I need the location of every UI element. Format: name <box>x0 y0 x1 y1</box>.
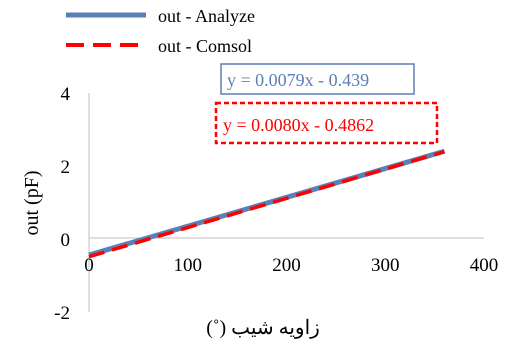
x-tick-labels: 0 100 200 300 400 <box>84 255 498 276</box>
y-tick-label-1: 0 <box>61 230 71 251</box>
legend-label-analyze: out - Analyze <box>158 6 255 26</box>
y-tick-labels: -2 0 2 4 <box>54 84 70 324</box>
trendline-equation-comsol: y = 0.0080x - 0.4862 <box>214 101 439 145</box>
legend: out - Analyze out - Comsol <box>66 6 255 56</box>
y-axis-label: out (pF) <box>21 171 43 236</box>
equation-text-analyze: y = 0.0079x - 0.439 <box>227 70 369 90</box>
equation-box-analyze <box>220 63 415 95</box>
x-tick-label-2: 200 <box>272 255 301 276</box>
x-tick-label-1: 100 <box>174 255 203 276</box>
y-tick-label-2: 2 <box>61 157 71 178</box>
x-tick-label-3: 300 <box>371 255 400 276</box>
series-line-comsol <box>88 149 445 259</box>
trendline-equation-analyze: y = 0.0079x - 0.439 <box>220 63 415 95</box>
x-tick-label-0: 0 <box>84 255 94 276</box>
equation-box-comsol <box>214 101 439 145</box>
x-tick-label-4: 400 <box>470 255 499 276</box>
legend-label-comsol: out - Comsol <box>158 36 252 56</box>
y-tick-label-0: -2 <box>54 303 70 324</box>
y-tick-label-3: 4 <box>61 84 71 105</box>
equation-text-comsol: y = 0.0080x - 0.4862 <box>223 115 374 135</box>
x-axis-label: زاویه شیب (˚) <box>206 317 320 339</box>
